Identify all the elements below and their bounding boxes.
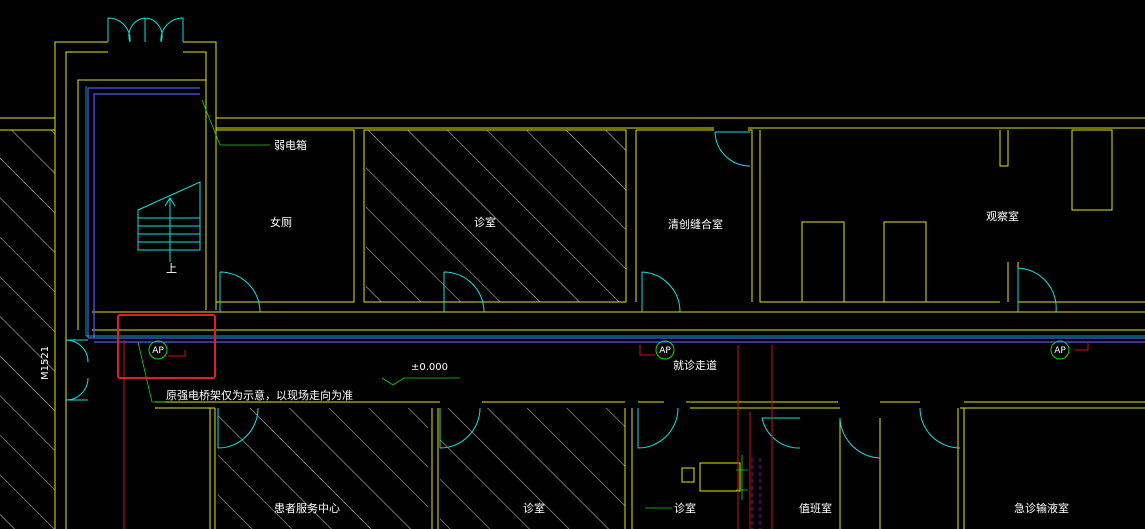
label-up: 上 — [166, 262, 177, 275]
label-patient-service: 患者服务中心 — [274, 502, 340, 515]
ap-label: AP — [1054, 346, 1066, 356]
label-corridor: 就诊走道 — [673, 358, 717, 372]
label-clinic-1: 诊室 — [474, 215, 496, 229]
label-clinic-3: 诊室 — [674, 501, 696, 515]
label-cable-note: 原强电桥架仅为示意，以现场走向为准 — [166, 388, 353, 402]
highlight-box — [117, 314, 216, 379]
hatched-areas — [0, 130, 626, 529]
label-weak-box: 弱电箱 — [274, 138, 307, 152]
label-elevation: ±0.000 — [411, 362, 448, 373]
cable-tray — [87, 87, 1145, 343]
staircase — [137, 181, 201, 262]
ap-label: AP — [152, 346, 164, 356]
ap-label: AP — [659, 346, 671, 356]
cable-tray-cyan — [85, 86, 1145, 337]
label-clinic-2: 诊室 — [523, 501, 545, 515]
ap-symbol[interactable]: AP — [655, 340, 675, 360]
label-door-code: M1521 — [40, 346, 51, 380]
label-observation-room: 观察室 — [986, 209, 1019, 223]
magenta-lines — [751, 458, 761, 529]
room-labels: 弱电箱 女厕 诊室 清创缝合室 观察室 上 就诊走道 ±0.000 原强电桥架仅… — [40, 138, 1069, 515]
label-womens-toilet: 女厕 — [270, 215, 292, 229]
red-lines — [123, 340, 1089, 529]
label-emergency-infusion: 急诊输液室 — [1014, 501, 1069, 515]
ap-symbol[interactable]: AP — [1050, 340, 1070, 360]
doors — [65, 17, 1057, 459]
ap-symbol[interactable]: AP — [148, 340, 168, 360]
label-debridement-room: 清创缝合室 — [668, 217, 723, 231]
leaders — [137, 99, 748, 509]
label-duty-room: 值班室 — [799, 501, 832, 515]
walls — [0, 41, 1145, 529]
